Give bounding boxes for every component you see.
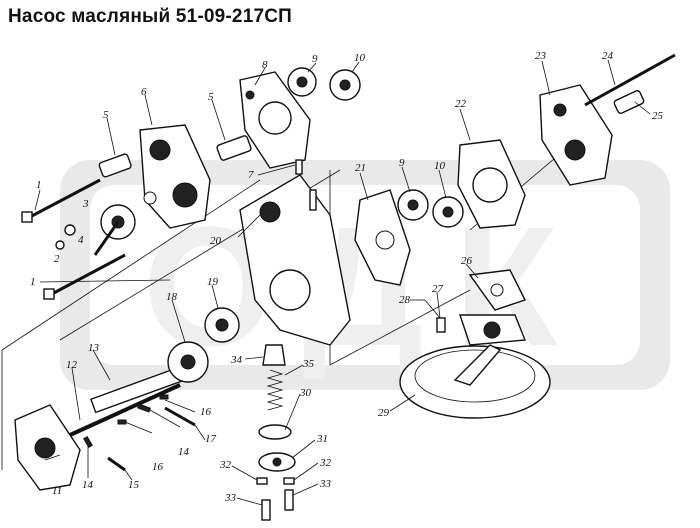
callout-1-upper: 1 xyxy=(36,179,42,191)
housing-20 xyxy=(239,174,351,346)
flange-23 xyxy=(539,84,613,186)
callout-1-lower: 1 xyxy=(30,276,36,288)
valve-34 xyxy=(262,344,286,366)
oil-strainer-29 xyxy=(399,344,551,419)
callout-24: 24 xyxy=(602,50,614,62)
callout-14-upper: 14 xyxy=(178,446,190,458)
gear-4 xyxy=(93,204,136,256)
spring-35 xyxy=(266,369,284,411)
bolt-33-left xyxy=(261,499,271,521)
bolt-33-right xyxy=(284,489,294,511)
washer-32-left xyxy=(256,477,268,485)
bolt-1-lower xyxy=(43,253,126,300)
callout-8: 8 xyxy=(262,59,268,71)
bolt-27 xyxy=(436,317,446,333)
callout-33-right: 33 xyxy=(319,478,332,490)
intake-pipe-flange xyxy=(459,314,526,346)
callout-28: 28 xyxy=(399,294,411,306)
pump-body-6 xyxy=(139,124,211,229)
callout-4: 4 xyxy=(78,234,84,246)
gear-9-top xyxy=(287,67,317,97)
callout-29: 29 xyxy=(378,407,390,419)
callout-34: 34 xyxy=(230,354,243,366)
callout-23: 23 xyxy=(535,50,547,62)
callout-26: 26 xyxy=(461,255,473,267)
callout-31: 31 xyxy=(316,433,328,445)
callout-27: 27 xyxy=(432,283,444,295)
callout-21: 21 xyxy=(355,162,366,174)
callout-5-left: 5 xyxy=(103,109,109,121)
callout-numbers: 1 1 2 3 4 5 5 6 7 8 9 9 10 10 11 12 13 1… xyxy=(30,50,664,504)
callout-16-upper: 16 xyxy=(200,406,212,418)
bushing-25 xyxy=(613,90,645,114)
gasket-26 xyxy=(468,269,526,311)
leader-lines xyxy=(34,59,651,506)
callout-10-top: 10 xyxy=(354,52,366,64)
key-16-upper xyxy=(159,394,169,400)
key-14-upper xyxy=(137,403,151,413)
plate-21 xyxy=(354,189,411,286)
shaft-12 xyxy=(69,383,181,437)
callout-22: 22 xyxy=(455,98,467,110)
pin-17 xyxy=(164,406,196,427)
bushing-5-right xyxy=(216,135,252,161)
key-16-lower xyxy=(117,419,127,425)
plate-31 xyxy=(258,452,296,472)
callout-25: 25 xyxy=(652,110,664,122)
callout-2: 2 xyxy=(54,253,60,265)
callout-9-top: 9 xyxy=(312,53,318,65)
callout-35: 35 xyxy=(302,358,315,370)
page-title: Насос масляный 51-09-217СП xyxy=(8,6,293,27)
callout-15: 15 xyxy=(128,479,140,491)
callout-13: 13 xyxy=(88,342,100,354)
callout-14-lower: 14 xyxy=(82,479,94,491)
callout-5-right: 5 xyxy=(208,91,214,103)
callout-6: 6 xyxy=(141,86,147,98)
bolt-1-upper xyxy=(21,178,101,223)
bushing-5-left xyxy=(98,153,132,178)
washer-2 xyxy=(55,240,65,250)
end-cover-11 xyxy=(14,404,81,491)
pin-15 xyxy=(107,456,126,472)
callout-17: 17 xyxy=(205,433,217,445)
callout-30: 30 xyxy=(299,387,312,399)
callout-11: 11 xyxy=(52,485,62,497)
pin-7 xyxy=(295,159,303,175)
callout-20: 20 xyxy=(210,235,222,247)
bolt-28 xyxy=(424,299,441,319)
callout-3: 3 xyxy=(82,198,89,210)
gear-18 xyxy=(167,341,209,383)
callout-18: 18 xyxy=(166,291,178,303)
callout-7: 7 xyxy=(248,169,254,181)
gear-9-mid xyxy=(397,189,429,221)
callout-16-lower: 16 xyxy=(152,461,164,473)
callout-19: 19 xyxy=(207,276,219,288)
gear-10-top xyxy=(329,69,361,101)
callout-10-mid: 10 xyxy=(434,160,446,172)
callout-32-left: 32 xyxy=(219,459,232,471)
gear-19 xyxy=(204,307,240,343)
washer-30 xyxy=(258,424,292,440)
shaft-24 xyxy=(584,53,676,107)
callout-33-left: 33 xyxy=(224,492,237,504)
callout-12: 12 xyxy=(66,359,78,371)
gear-10-mid xyxy=(432,196,464,228)
cover-22 xyxy=(457,139,526,229)
cover-8 xyxy=(239,71,311,169)
washer-32-right xyxy=(283,477,295,485)
key-14-lower xyxy=(83,435,93,449)
callout-32-right: 32 xyxy=(319,457,332,469)
callout-9-mid: 9 xyxy=(399,157,405,169)
washer-3 xyxy=(64,224,76,236)
